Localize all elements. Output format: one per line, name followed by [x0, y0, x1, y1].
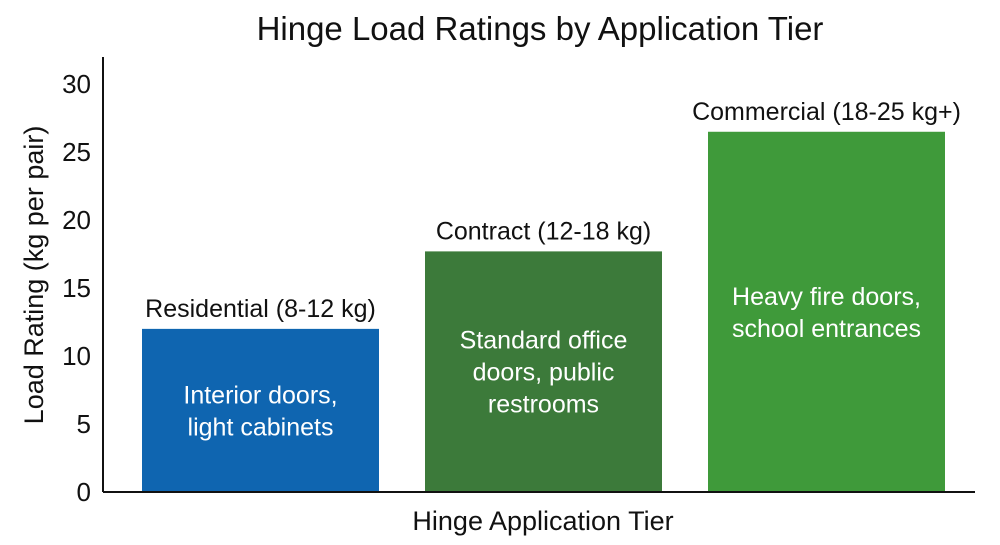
y-tick-label: 15 [62, 273, 91, 303]
y-tick-label: 30 [62, 69, 91, 99]
bar-description-line: Standard office [460, 327, 628, 355]
chart-title: Hinge Load Ratings by Application Tier [257, 10, 824, 47]
y-tick-label: 0 [77, 477, 91, 507]
bar-label: Residential (8-12 kg) [145, 295, 376, 323]
bar [142, 328, 379, 492]
y-axis-label: Load Rating (kg per pair) [19, 126, 49, 425]
y-tick-label: 5 [77, 409, 91, 439]
bar-description-line: Heavy fire doors, [732, 283, 921, 311]
bars-group: Residential (8-12 kg) Interior doors, ligh… [142, 98, 961, 492]
bar [708, 131, 945, 492]
bar-description-line: restrooms [488, 391, 599, 419]
y-tick-label: 10 [62, 341, 91, 371]
bar-label: Commercial (18-25 kg+) [692, 98, 961, 126]
bar-description-line: school entrances [732, 315, 921, 343]
y-axis-ticks: 0 5 10 15 20 25 30 [62, 69, 91, 507]
bar-description-line: light cabinets [188, 413, 334, 441]
bar-description-line: doors, public [473, 359, 615, 387]
y-tick-label: 25 [62, 137, 91, 167]
y-tick-label: 20 [62, 205, 91, 235]
bar [425, 251, 662, 492]
x-axis-label: Hinge Application Tier [412, 506, 673, 536]
bar-description-line: Interior doors, [183, 381, 337, 409]
bar-label: Contract (12-18 kg) [436, 217, 651, 245]
